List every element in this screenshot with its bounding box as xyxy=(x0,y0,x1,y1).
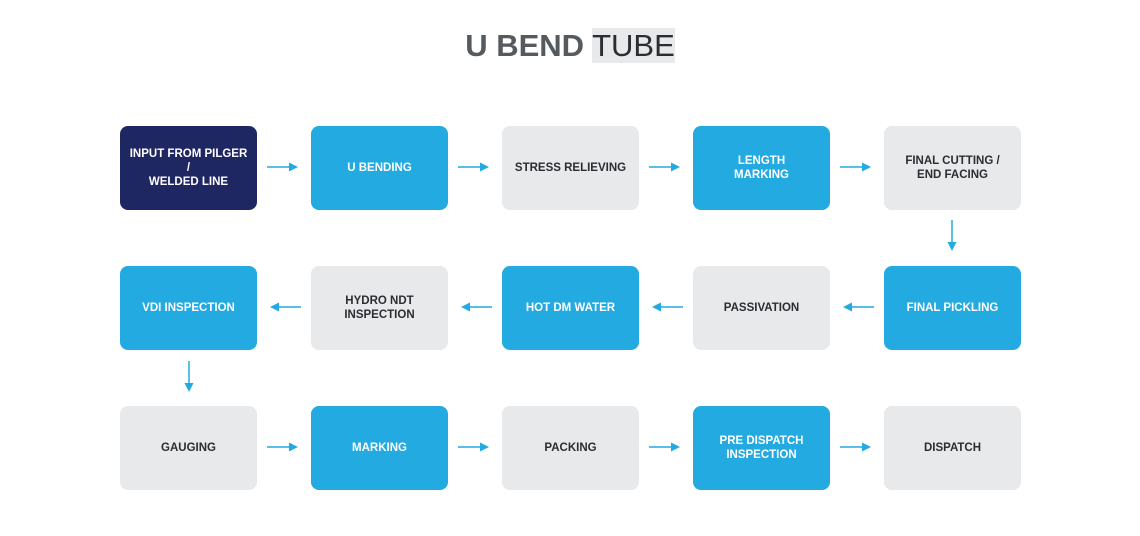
step-label: MARKING xyxy=(352,442,407,454)
step-gauging: GAUGING xyxy=(120,406,257,490)
step-label: INPUT FROM PILGER / WELDED LINE xyxy=(129,148,248,188)
arrow-left-icon xyxy=(460,301,492,313)
step-final-pickling: FINAL PICKLING xyxy=(884,266,1021,350)
arrow-down-icon xyxy=(183,361,195,393)
step-dispatch: DISPATCH xyxy=(884,406,1021,490)
step-label: PASSIVATION xyxy=(723,302,800,314)
arrow-right-icon xyxy=(840,161,872,173)
step-label: PACKING xyxy=(544,442,597,454)
step-passivation: PASSIVATION xyxy=(693,266,830,350)
arrow-left-icon xyxy=(842,301,874,313)
arrow-right-icon xyxy=(458,441,490,453)
step-label: FINAL CUTTING / END FACING xyxy=(905,155,1000,181)
diagram-title: U BEND TUBE xyxy=(0,28,1140,64)
arrow-right-icon xyxy=(649,441,681,453)
step-u-bending: U BENDING xyxy=(311,126,448,210)
arrow-right-icon xyxy=(649,161,681,173)
step-label: VDI INSPECTION xyxy=(142,302,235,314)
step-label: U BENDING xyxy=(347,162,412,174)
step-label: GAUGING xyxy=(161,442,216,454)
step-input-from-pilger: INPUT FROM PILGER / WELDED LINE xyxy=(120,126,257,210)
step-label: STRESS RELIEVING xyxy=(514,162,627,174)
step-length-marking: LENGTH MARKING xyxy=(693,126,830,210)
arrow-down-icon xyxy=(946,220,958,252)
title-bold: U BEND xyxy=(465,28,585,63)
arrow-right-icon xyxy=(267,441,299,453)
title-light: TUBE xyxy=(592,28,675,63)
arrow-right-icon xyxy=(458,161,490,173)
step-packing: PACKING xyxy=(502,406,639,490)
step-pre-dispatch-inspection: PRE DISPATCH INSPECTION xyxy=(693,406,830,490)
step-marking: MARKING xyxy=(311,406,448,490)
arrow-left-icon xyxy=(651,301,683,313)
step-vdi-inspection: VDI INSPECTION xyxy=(120,266,257,350)
step-label: HYDRO NDT INSPECTION xyxy=(344,295,415,321)
step-label: PRE DISPATCH INSPECTION xyxy=(719,435,804,461)
step-label: LENGTH MARKING xyxy=(734,155,789,181)
step-hydro-ndt-inspection: HYDRO NDT INSPECTION xyxy=(311,266,448,350)
step-label: DISPATCH xyxy=(923,442,982,454)
step-hot-dm-water: HOT DM WATER xyxy=(502,266,639,350)
step-label: FINAL PICKLING xyxy=(906,302,999,314)
arrow-right-icon xyxy=(840,441,872,453)
arrow-right-icon xyxy=(267,161,299,173)
step-stress-relieving: STRESS RELIEVING xyxy=(502,126,639,210)
step-final-cutting: FINAL CUTTING / END FACING xyxy=(884,126,1021,210)
arrow-left-icon xyxy=(269,301,301,313)
step-label: HOT DM WATER xyxy=(525,302,616,314)
